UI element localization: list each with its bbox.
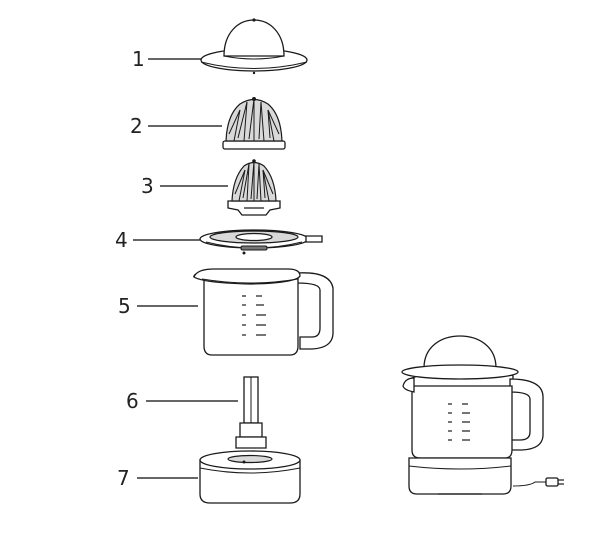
jug-measuring-scale xyxy=(242,295,266,336)
label-7: 7 xyxy=(117,466,130,490)
label-1: 1 xyxy=(132,47,145,71)
part-5-jug xyxy=(192,268,334,356)
part-3-small-reamer xyxy=(227,159,281,216)
label-5: 5 xyxy=(118,294,131,318)
label-4: 4 xyxy=(115,228,128,252)
label-3: 3 xyxy=(141,174,154,198)
label-6: 6 xyxy=(126,389,139,413)
label-2: 2 xyxy=(130,114,143,138)
part-1-dust-cover xyxy=(200,18,308,75)
part-7-motor-base xyxy=(199,450,301,504)
assembled-measuring-scale xyxy=(448,403,470,441)
part-4-strainer xyxy=(199,229,323,255)
part-2-large-reamer xyxy=(222,97,286,150)
assembled-juicer xyxy=(401,335,564,495)
part-6-drive-shaft xyxy=(235,376,267,449)
